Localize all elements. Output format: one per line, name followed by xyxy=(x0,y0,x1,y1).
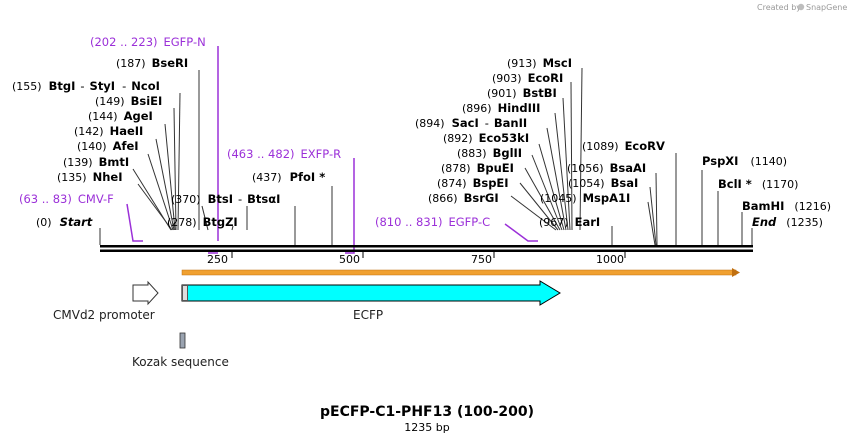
site-label: (913)MscI xyxy=(507,56,572,70)
site-label: (903)EcoRI xyxy=(492,71,563,85)
site-label: (139)BmtI xyxy=(63,155,129,169)
site-label: (278)BtgZI xyxy=(167,215,238,229)
primer-label: (63 .. 83)CMV-F xyxy=(19,192,114,206)
site-label: (894)SacI-BanII xyxy=(415,116,527,130)
svg-text:SnapGene: SnapGene xyxy=(806,3,847,12)
axis-tick-label: 500 xyxy=(339,253,360,266)
feature-label-ecfp: ECFP xyxy=(353,308,383,322)
primer-label: (202 .. 223)EGFP-N xyxy=(90,35,206,49)
site-label: (883)BglII xyxy=(457,146,522,160)
site-label: BamHI(1216) xyxy=(742,199,831,213)
site-label: (874)BspEI xyxy=(437,176,509,190)
site-label: (144)AgeI xyxy=(88,109,153,123)
site-label: End(1235) xyxy=(752,215,823,229)
site-label: (149)BsiEI xyxy=(95,94,162,108)
site-label: (142)HaeII xyxy=(74,124,143,138)
site-label: (1056)BsaAI xyxy=(567,161,646,175)
site-label: (866)BsrGI xyxy=(428,191,499,205)
site-label: (892)Eco53kI xyxy=(443,131,529,145)
site-label: (896)HindIII xyxy=(462,101,540,115)
site-label: PspXI(1140) xyxy=(702,154,787,168)
map-title: pECFP-C1-PHF13 (100-200) xyxy=(320,404,534,420)
feature-label-kozak: Kozak sequence xyxy=(132,355,229,369)
kozak-sequence-box[interactable] xyxy=(179,332,186,349)
site-label: (1054)BsaI xyxy=(568,176,638,190)
sequence-backbone xyxy=(100,245,753,252)
cmvd2-promoter-arrow[interactable] xyxy=(132,280,159,306)
site-label: (0)Start xyxy=(36,215,93,229)
site-label: (187)BseRI xyxy=(116,56,188,70)
primer-label: (463 .. 482)EXFP-R xyxy=(227,147,341,161)
site-label: (1089)EcoRV xyxy=(582,139,665,153)
feature-label-cmvd2: CMVd2 promoter xyxy=(53,308,155,322)
site-label: BclI *(1170) xyxy=(718,177,798,191)
primer-lines xyxy=(126,46,538,254)
site-connector-lines xyxy=(99,67,753,246)
site-label: (155)BtgI-StyI-NcoI xyxy=(12,79,160,93)
site-label: (901)BstBI xyxy=(487,86,557,100)
site-label: (967)EarI xyxy=(539,215,600,229)
primer-label: (810 .. 831)EGFP-C xyxy=(375,215,490,229)
site-label: (370)BtsI-BtsαI xyxy=(171,192,280,206)
axis-tick-marks xyxy=(231,252,626,258)
site-label: (140)AfeI xyxy=(77,139,139,153)
axis-tick-label: 250 xyxy=(207,253,228,266)
credit-text: Created by xyxy=(757,3,801,12)
site-label: (437)PfoI * xyxy=(252,170,325,184)
site-label: (135)NheI xyxy=(57,170,122,184)
site-label: (878)BpuEI xyxy=(441,161,514,175)
orf-arrow[interactable] xyxy=(181,268,740,277)
axis-tick-label: 1000 xyxy=(596,253,624,266)
axis-tick-label: 750 xyxy=(471,253,492,266)
ecfp-arrow[interactable] xyxy=(181,280,561,306)
map-subtitle: 1235 bp xyxy=(404,421,449,434)
site-label: (1045)MspA1I xyxy=(540,191,630,205)
snapgene-logo: SnapGene xyxy=(797,3,847,12)
